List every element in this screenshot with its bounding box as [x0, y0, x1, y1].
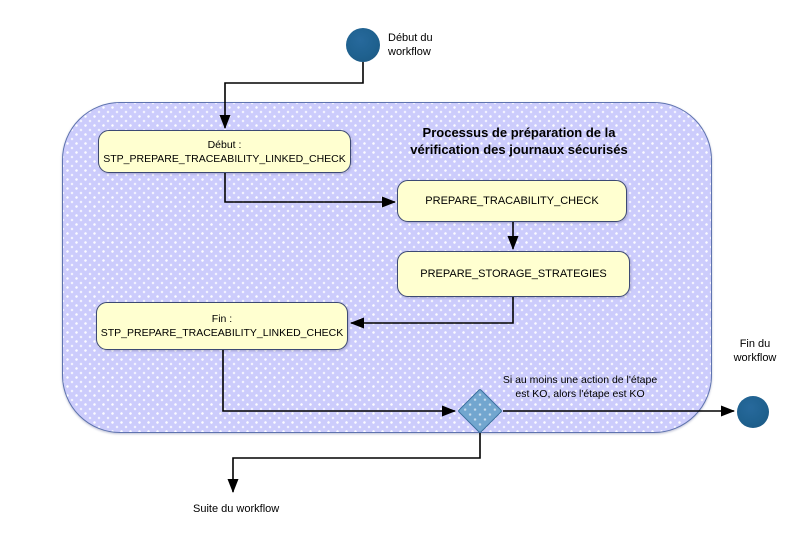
- end-terminal-node: [737, 396, 769, 428]
- activity-node-prepare-storage-strategies: PREPARE_STORAGE_STRATEGIES: [397, 251, 630, 297]
- process-title: Processus de préparation de la vérificat…: [410, 125, 628, 157]
- edge-decision-to-continuation: [227, 433, 481, 493]
- start-workflow-label: Début du workflow: [388, 32, 433, 58]
- end-workflow-label: Fin du workflow: [733, 338, 777, 364]
- start-terminal-node: [346, 28, 380, 62]
- activity-node-step-end: Fin : STP_PREPARE_TRACEABILITY_LINKED_CH…: [96, 302, 348, 350]
- activity-node-prepare-tracability-check: PREPARE_TRACABILITY_CHECK: [397, 180, 627, 222]
- condition-label: Si au moins une action de l'étape est KO…: [502, 374, 658, 400]
- continuation-workflow-label: Suite du workflow: [193, 503, 280, 515]
- activity-node-step-start: Début : STP_PREPARE_TRACEABILITY_LINKED_…: [98, 130, 351, 173]
